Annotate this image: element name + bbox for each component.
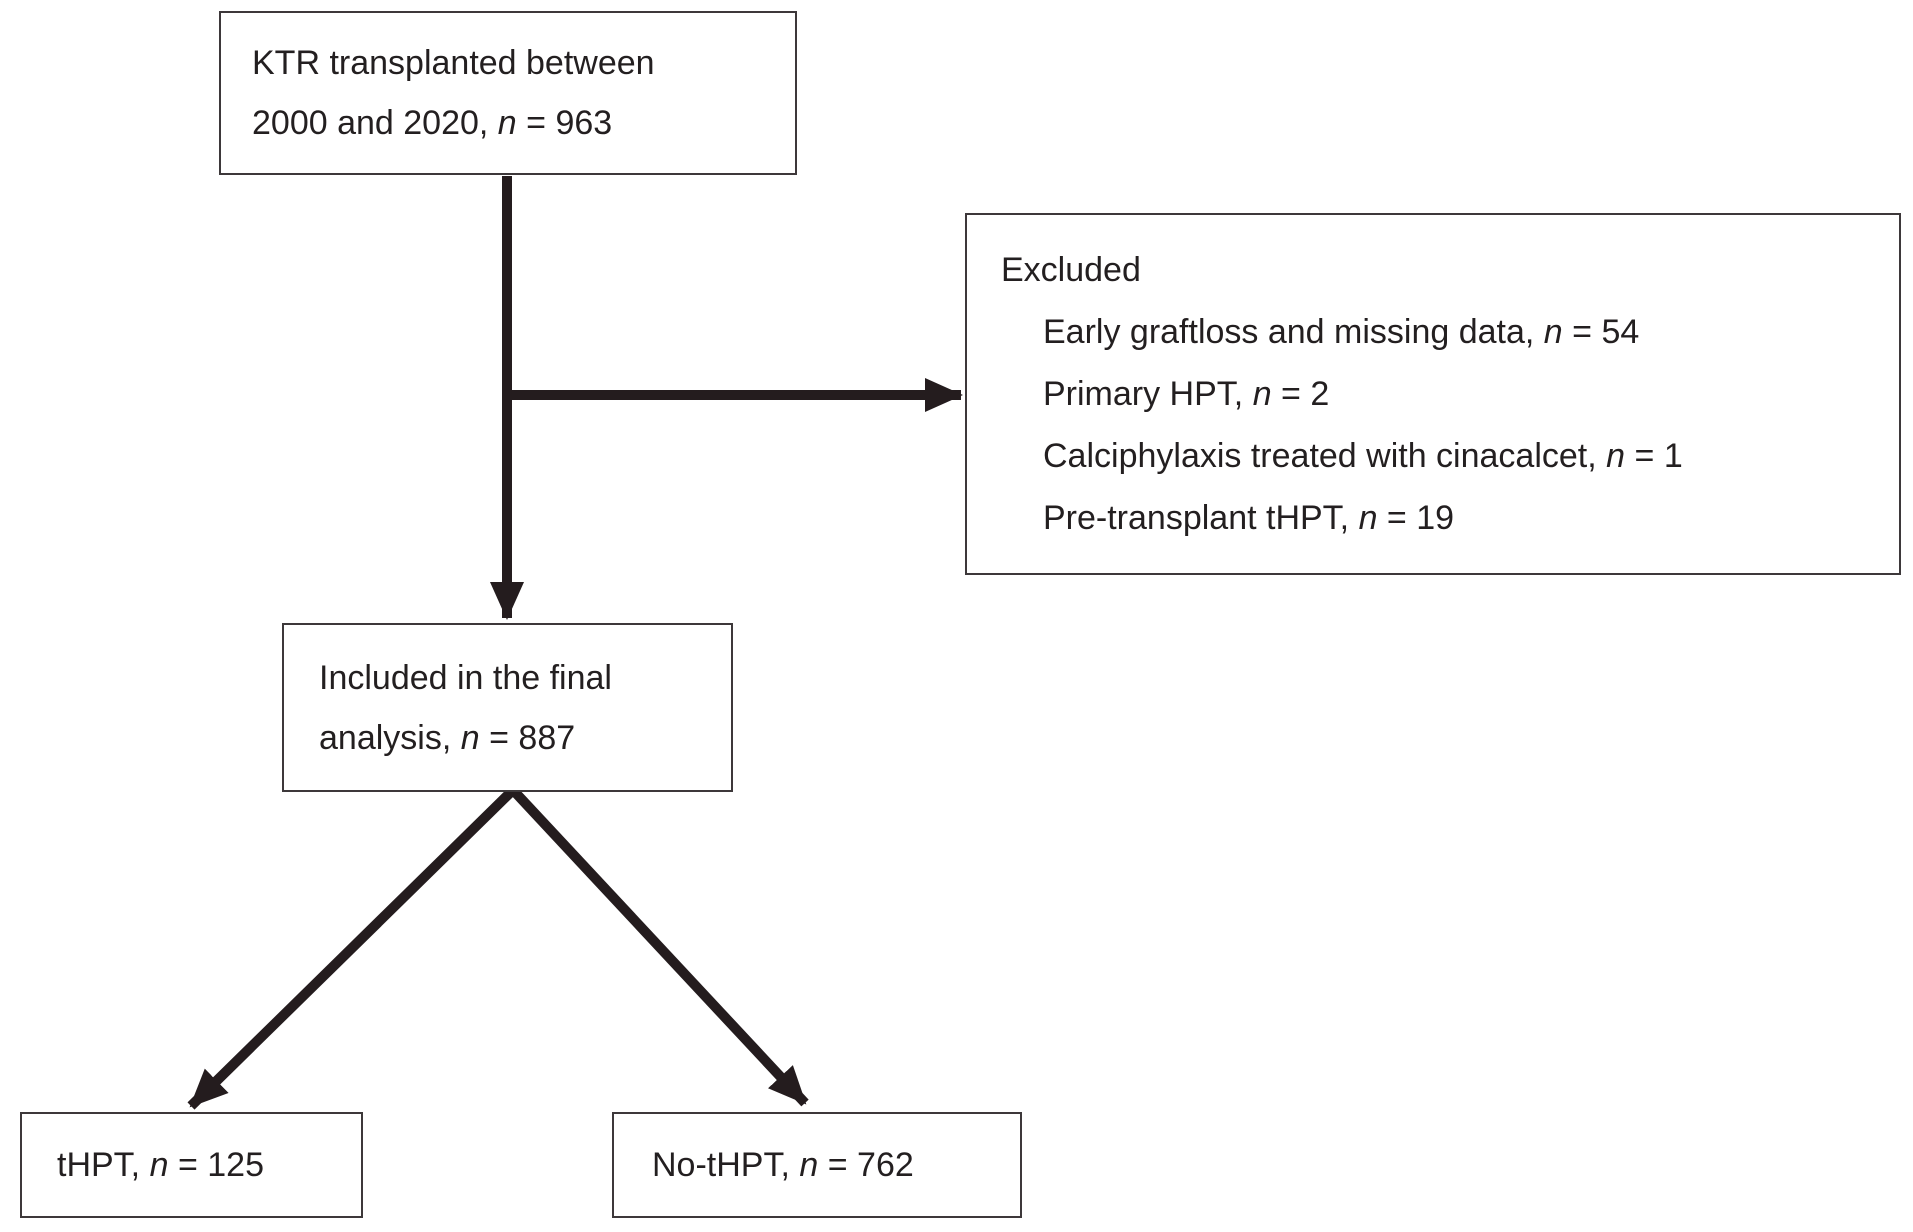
- box-no-thpt-label: No-tHPT, n = 762: [652, 1146, 914, 1184]
- box-included-line2: analysis, n = 887: [319, 719, 576, 757]
- box-no-thpt: No-tHPT, n = 762: [612, 1112, 1022, 1218]
- box-included: Included in the final analysis, n = 887: [282, 623, 733, 792]
- box-ktr-total-line2: 2000 and 2020, n = 963: [252, 104, 613, 142]
- excluded-item-calciphylaxis: Calciphylaxis treated with cinacalcet, n…: [1043, 437, 1683, 475]
- box-ktr-total-line1: KTR transplanted between: [252, 44, 655, 82]
- box-thpt-label: tHPT, n = 125: [57, 1146, 264, 1184]
- excluded-item-pretransplant-thpt: Pre-transplant tHPT, n = 19: [1043, 499, 1455, 537]
- arrow-to-no-thpt: [509, 786, 809, 1107]
- box-excluded: Excluded Early graftloss and missing dat…: [965, 213, 1901, 575]
- box-included-line1: Included in the final: [319, 659, 612, 697]
- excluded-title: Excluded: [1001, 251, 1141, 289]
- box-thpt: tHPT, n = 125: [20, 1112, 363, 1218]
- excluded-item-graftloss: Early graftloss and missing data, n = 54: [1043, 313, 1640, 351]
- excluded-item-primary-hpt: Primary HPT, n = 2: [1043, 375, 1330, 413]
- arrow-to-thpt: [187, 786, 517, 1110]
- box-ktr-total: KTR transplanted between 2000 and 2020, …: [219, 11, 797, 175]
